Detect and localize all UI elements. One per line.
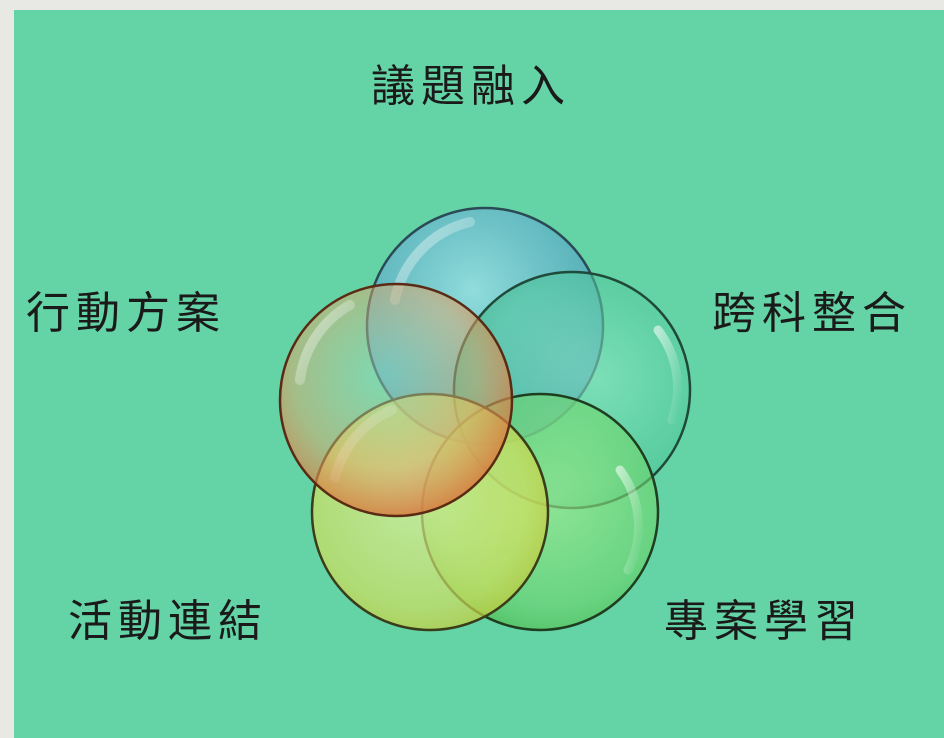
label-left: 行動方案 [26, 288, 226, 339]
label-bottom-left: 活動連結 [68, 596, 268, 647]
circle-left [278, 282, 514, 518]
label-right: 跨科整合 [712, 288, 912, 339]
label-top: 議題融入 [371, 61, 571, 112]
label-bottom-right: 專案學習 [664, 596, 864, 647]
